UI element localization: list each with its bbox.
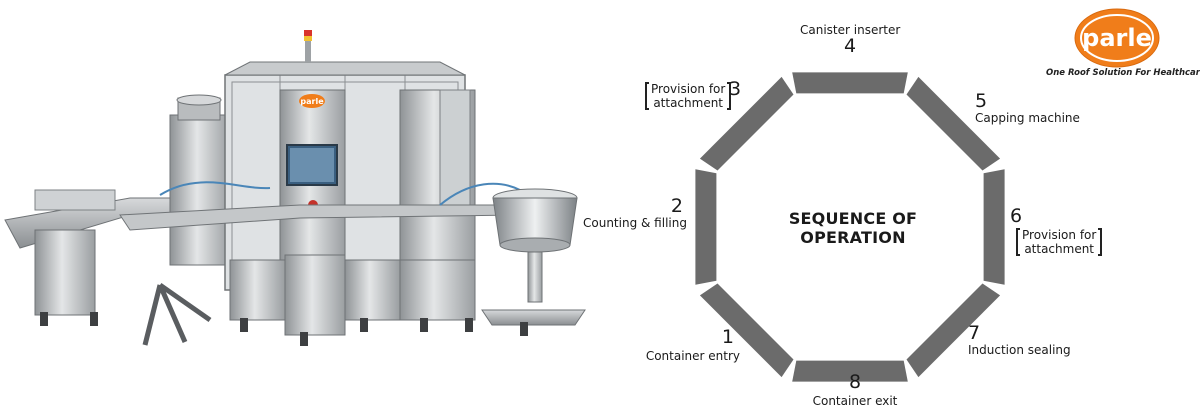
logo-text: parle [1082,24,1152,52]
octagon-segment-right [983,169,1005,285]
step-6-label-line1: Provision for [1022,228,1097,242]
diagram-title: SEQUENCE OF OPERATION [788,209,918,247]
step-1: 1 Container entry [640,326,740,364]
step-6: 6 Provision for attachment [1010,205,1103,257]
step-6-number: 6 [1010,205,1023,227]
step-3-label-line2: attachment [653,96,724,110]
step-7-number: 7 [968,322,981,344]
octagon-segment-bottom-right [906,283,1001,378]
machine-badge: parle [300,97,324,106]
brand-tagline: One Roof Solution For Healthcare [1046,68,1200,78]
step-5-label: Capping machine [975,111,1080,125]
step-4-number: 4 [843,35,857,57]
octagon-segment-left [695,169,717,285]
step-5: 5 Capping machine [975,90,1080,126]
step-5-number: 5 [975,90,988,112]
octagon-ring [695,72,1005,382]
step-2-label: Counting & filling [583,216,687,230]
step-8: 8 Container exit [805,371,905,409]
step-3-label-line1: Provision for [651,82,726,96]
step-3: Provision for attachment 3 [645,80,741,111]
sequence-diagram [695,72,1005,382]
octagon-segment-top-right [906,76,1001,171]
parle-logo: parle [1074,8,1160,68]
step-3-bracket: Provision for attachment [645,82,732,110]
machine-photo: parle [4,30,586,346]
step-7-label: Induction sealing [968,343,1071,357]
step-7: 7 Induction sealing [968,322,1071,358]
step-3-number: 3 [729,78,742,100]
octagon-segment-top-left [699,76,794,171]
step-6-label-line2: attachment [1024,242,1095,256]
step-4-label: Canister inserter [800,23,901,37]
step-4: Canister inserter 4 [800,23,900,56]
step-2-number: 2 [670,195,683,217]
octagon-segment-bottom [792,360,908,382]
step-1-label: Container entry [645,349,740,363]
step-6-bracket: Provision for attachment [1016,228,1103,256]
octagon-segment-bottom-left [699,283,794,378]
step-2: 2 Counting & filling [583,195,687,231]
step-8-label: Container exit [812,394,898,408]
octagon-segment-top [792,72,908,94]
step-8-number: 8 [848,371,862,393]
step-1-number: 1 [721,326,734,348]
